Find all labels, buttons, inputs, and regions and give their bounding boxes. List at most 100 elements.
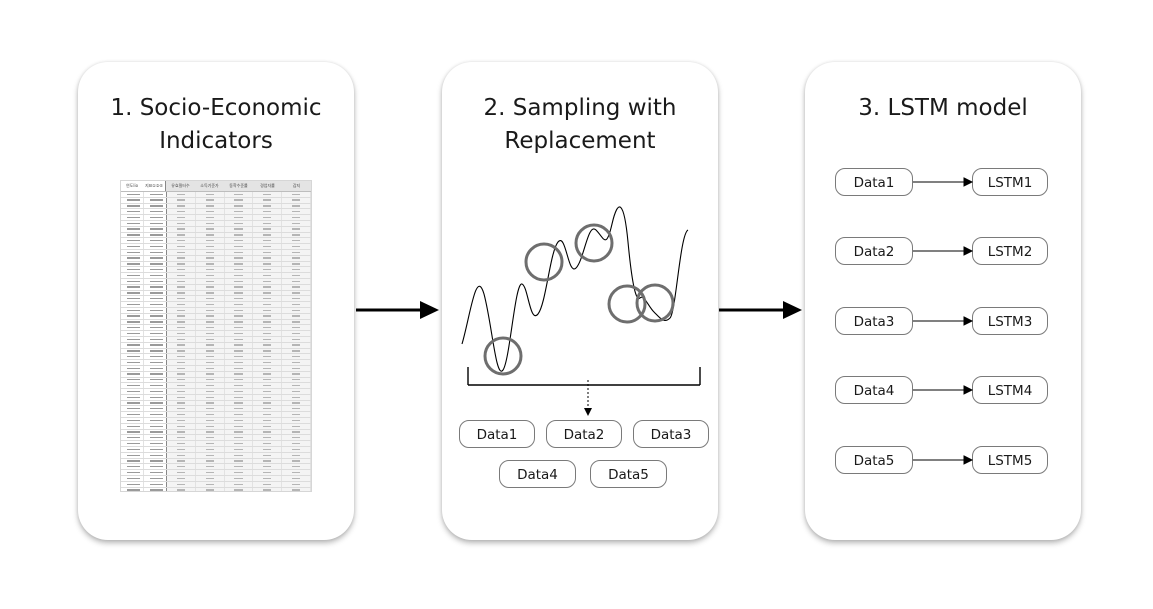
spreadsheet-cell (121, 406, 144, 412)
spreadsheet-cell (144, 192, 167, 197)
spreadsheet-cell (144, 394, 167, 400)
spreadsheet-cell (121, 476, 144, 481)
spreadsheet-cell (196, 452, 225, 458)
spreadsheet-cell (196, 226, 225, 232)
spreadsheet-cell (196, 383, 225, 389)
spreadsheet-cell (225, 249, 254, 255)
spreadsheet-cell (225, 342, 254, 348)
spreadsheet-cell (282, 365, 311, 371)
spreadsheet-cell (144, 284, 167, 290)
spreadsheet-cell (225, 232, 254, 238)
spreadsheet-cell (253, 418, 283, 423)
spreadsheet-row (121, 319, 311, 326)
spreadsheet-cell (253, 365, 283, 371)
spreadsheet-cell (225, 336, 254, 342)
spreadsheet-row (121, 302, 311, 308)
spreadsheet-cell (282, 377, 311, 383)
sample-circle (574, 223, 614, 263)
spreadsheet-cell (167, 302, 196, 307)
spreadsheet-cell (121, 458, 144, 464)
spreadsheet-row (121, 336, 311, 343)
spreadsheet-cell (282, 348, 311, 354)
spreadsheet-cell (225, 458, 254, 464)
spreadsheet-cell (253, 348, 283, 354)
spreadsheet-cell (196, 220, 225, 226)
sample-circle (524, 242, 564, 282)
panel-1-title-line-2: Indicators (159, 128, 273, 154)
spreadsheet-cell (225, 476, 254, 481)
spreadsheet-cell (167, 331, 196, 336)
spreadsheet-cell (282, 412, 311, 418)
spreadsheet-cell (253, 197, 283, 203)
spreadsheet-cell (167, 383, 196, 389)
spreadsheet-cell (167, 325, 196, 331)
spreadsheet-cell (225, 464, 254, 470)
spreadsheet-cell (282, 215, 311, 220)
spreadsheet-cell (196, 354, 225, 360)
spreadsheet-header-cell: 경업자률 (260, 183, 275, 188)
spreadsheet-cell (144, 255, 167, 261)
sample-data5: Data5 (590, 460, 667, 488)
spreadsheet-cell (121, 307, 144, 313)
spreadsheet-cell (121, 423, 144, 429)
spreadsheet-cell (196, 290, 225, 296)
spreadsheet-cell (167, 273, 196, 278)
spreadsheet-header-cell: 소득기준가 (200, 183, 219, 188)
spreadsheet-header-cell: 동학수준률 (229, 183, 248, 188)
spreadsheet-row (121, 203, 311, 210)
spreadsheet-cell (144, 435, 167, 441)
spreadsheet-thumbnail: 연도lio 지표①②⑤ 유효필터수 소득기준가 동학수준률 경업자률 감지 (120, 180, 312, 492)
spreadsheet-cell (282, 389, 311, 394)
spreadsheet-cell (167, 394, 196, 400)
spreadsheet-cell (196, 423, 225, 429)
spreadsheet-cell (253, 360, 283, 365)
spreadsheet-cell (196, 244, 225, 249)
spreadsheet-cell (282, 406, 311, 412)
sample-data2: Data2 (546, 420, 622, 448)
spreadsheet-row (121, 307, 311, 314)
spreadsheet-cell (121, 290, 144, 296)
lstm-model-3: LSTM3 (972, 307, 1048, 335)
spreadsheet-cell (225, 412, 254, 418)
spreadsheet-cell (121, 435, 144, 441)
spreadsheet-cell (196, 267, 225, 273)
spreadsheet-cell (282, 307, 311, 313)
spreadsheet-cell (282, 255, 311, 261)
spreadsheet-cell (121, 389, 144, 394)
spreadsheet-row (121, 267, 311, 274)
spreadsheet-cell (167, 215, 196, 220)
spreadsheet-cell (225, 418, 254, 423)
spreadsheet-cell (282, 197, 311, 203)
spreadsheet-cell (282, 476, 311, 481)
spreadsheet-cell (282, 209, 311, 215)
spreadsheet-row (121, 249, 311, 256)
spreadsheet-cell (225, 226, 254, 232)
spreadsheet-cell (282, 423, 311, 429)
spreadsheet-cell (225, 354, 254, 360)
spreadsheet-cell (196, 348, 225, 354)
spreadsheet-row (121, 255, 311, 262)
spreadsheet-cell (225, 290, 254, 296)
sample-data3: Data3 (633, 420, 709, 448)
spreadsheet-cell (144, 249, 167, 255)
spreadsheet-cell (196, 487, 225, 491)
spreadsheet-cell (225, 389, 254, 394)
spreadsheet-cell (121, 255, 144, 261)
spreadsheet-cell (121, 331, 144, 336)
spreadsheet-cell (282, 458, 311, 464)
spreadsheet-cell (167, 342, 196, 348)
spreadsheet-cell (282, 481, 311, 487)
spreadsheet-cell (225, 348, 254, 354)
lstm-model-2: LSTM2 (972, 237, 1048, 265)
spreadsheet-cell (253, 371, 283, 377)
spreadsheet-cell (253, 215, 283, 220)
spreadsheet-cell (167, 226, 196, 232)
spreadsheet-row (121, 348, 311, 355)
time-series-curve (461, 206, 689, 372)
spreadsheet-cell (253, 249, 283, 255)
spreadsheet-cell (225, 255, 254, 261)
spreadsheet-header-cell: 지표①②⑤ (143, 181, 166, 191)
spreadsheet-body (121, 192, 311, 491)
spreadsheet-cell (167, 238, 196, 244)
spreadsheet-cell (196, 331, 225, 336)
